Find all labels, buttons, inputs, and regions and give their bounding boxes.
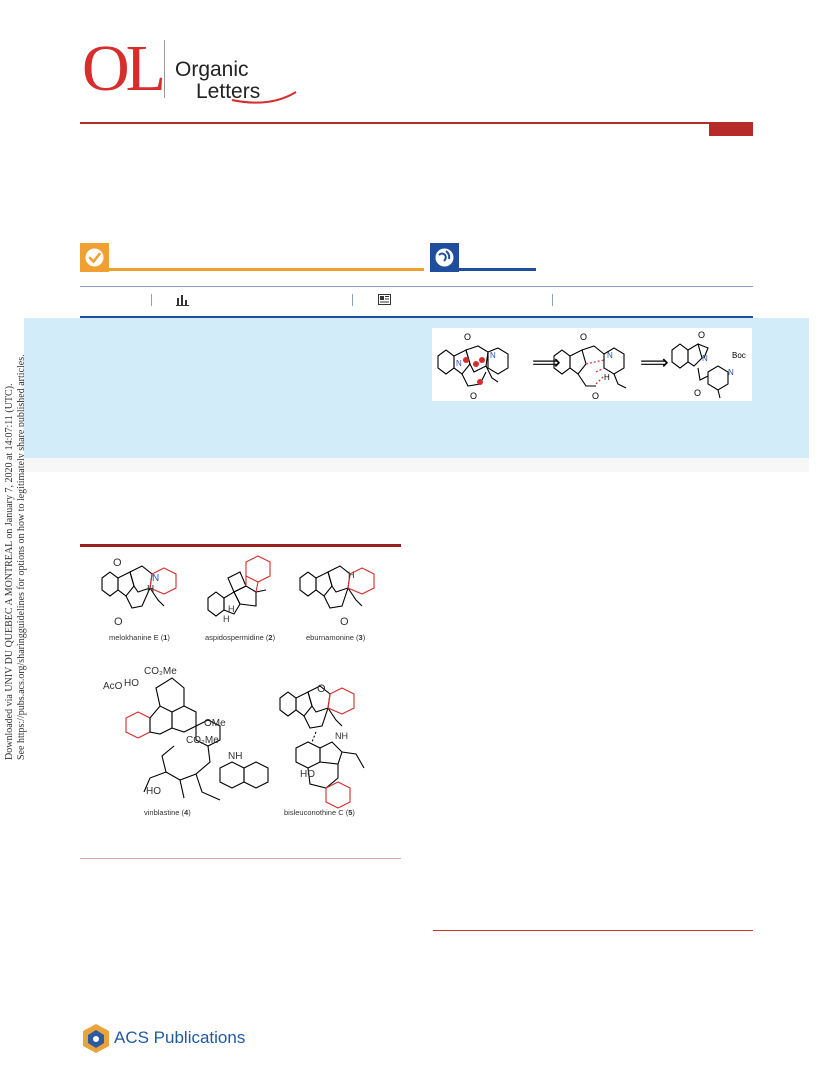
globe-icon	[435, 248, 454, 267]
toc-atom-n: N	[702, 354, 708, 363]
atom-label-n: N	[152, 573, 160, 584]
atom-label-nh: NH	[228, 751, 243, 762]
atom-label-ho: HO	[300, 769, 315, 780]
open-access-underline	[109, 268, 424, 271]
open-access-badge[interactable]	[80, 243, 109, 272]
figure-bottom-rule	[80, 858, 401, 859]
journal-logo-word-letters: Letters	[196, 80, 261, 103]
toc-atom-h: H	[604, 373, 610, 382]
compound-caption-2: aspidospermidine (2)	[205, 633, 276, 642]
structure-bisleuconothine-c	[279, 685, 365, 789]
compound-caption-5: bisleuconothine C (5)	[284, 808, 355, 817]
toc-structure-intermediate	[553, 345, 627, 389]
bar-chart-icon[interactable]	[176, 294, 190, 306]
download-notice-line2: See https://pubs.acs.org/sharingguidelin…	[16, 354, 27, 760]
metrics-bar-top-rule	[80, 286, 753, 287]
atom-label-nh: NH	[335, 731, 348, 741]
compound-caption-1: melokhanine E (1)	[109, 633, 170, 642]
journal-logo-initials: OL	[82, 32, 166, 105]
metrics-separator	[552, 294, 553, 306]
atom-label-o: O	[113, 557, 122, 569]
toc-bond-mark	[479, 357, 485, 363]
figure-top-rule	[80, 544, 401, 547]
toc-atom-n: N	[728, 368, 734, 377]
structure-eburnamonine	[299, 565, 363, 609]
structure-vinblastine	[125, 677, 269, 801]
toc-atom-n: N	[490, 351, 496, 360]
metrics-bar-bottom-rule	[80, 316, 753, 318]
atom-label-h: H	[228, 604, 235, 614]
toc-atom-o: O	[694, 388, 701, 398]
cite-this-badge[interactable]	[430, 243, 459, 272]
metrics-separator	[151, 294, 152, 306]
toc-atom-n: N	[456, 359, 462, 368]
atom-label-o: O	[114, 616, 123, 628]
atom-label-aco: AcO	[103, 681, 123, 692]
abstract-shadow	[24, 458, 809, 472]
toc-bond-mark	[463, 357, 469, 363]
atom-label-o: O	[340, 616, 349, 628]
compound-caption-4: vinblastine (4)	[144, 808, 191, 817]
atom-label-h: H	[147, 584, 155, 595]
journal-logo-word-organic: Organic	[175, 58, 249, 81]
atom-label-ho: HO	[146, 786, 161, 797]
logo-swoosh	[231, 91, 297, 104]
toc-atom-n: N	[607, 351, 613, 360]
footnote-rule	[433, 930, 753, 931]
toc-graphic: O O N N ⟹ O O H N ⟹ O O N N Boc	[432, 328, 752, 401]
download-notice-line1: Downloaded via UNIV DU QUEBEC A MONTREAL…	[4, 383, 15, 760]
toc-bond-mark	[473, 361, 479, 367]
atom-label-h: H	[348, 570, 355, 580]
atom-label-o: O	[317, 683, 326, 695]
metrics-separator	[352, 294, 353, 306]
toc-atom-o: O	[698, 330, 705, 340]
toc-boc-label: Boc	[732, 351, 746, 360]
atom-label-ho: HO	[124, 678, 139, 689]
retrosynthesis-arrow: ⟹	[640, 352, 669, 374]
toc-atom-o: O	[464, 332, 471, 342]
article-icon[interactable]	[378, 294, 392, 306]
download-notice: Downloaded via UNIV DU QUEBEC A MONTREAL…	[4, 354, 27, 760]
logo-divider	[164, 40, 165, 98]
toc-atom-o: O	[470, 391, 477, 401]
cite-underline	[459, 268, 536, 271]
retrosynthesis-arrow: ⟹	[532, 352, 561, 374]
atom-label-nh: H	[223, 614, 230, 624]
atom-label-co2me: CO₂Me	[186, 735, 219, 746]
structure-aspidospermidine	[207, 571, 267, 617]
publisher-name[interactable]: ACS Publications	[114, 1028, 246, 1047]
toc-atom-o: O	[592, 391, 599, 401]
check-circle-icon	[85, 248, 104, 267]
toc-structure-target	[437, 345, 509, 387]
toc-structure-precursor	[671, 343, 729, 399]
acs-logo-icon	[83, 1024, 109, 1053]
toc-bond-mark	[477, 379, 483, 385]
header-tab	[709, 123, 753, 136]
compound-caption-3: eburnamonine (3)	[306, 633, 366, 642]
atom-label-ome: OMe	[204, 718, 226, 729]
figure-1-structures	[101, 555, 375, 809]
atom-label-co2me: CO₂Me	[144, 666, 177, 677]
header-rule	[80, 122, 753, 124]
toc-atom-o: O	[580, 332, 587, 342]
